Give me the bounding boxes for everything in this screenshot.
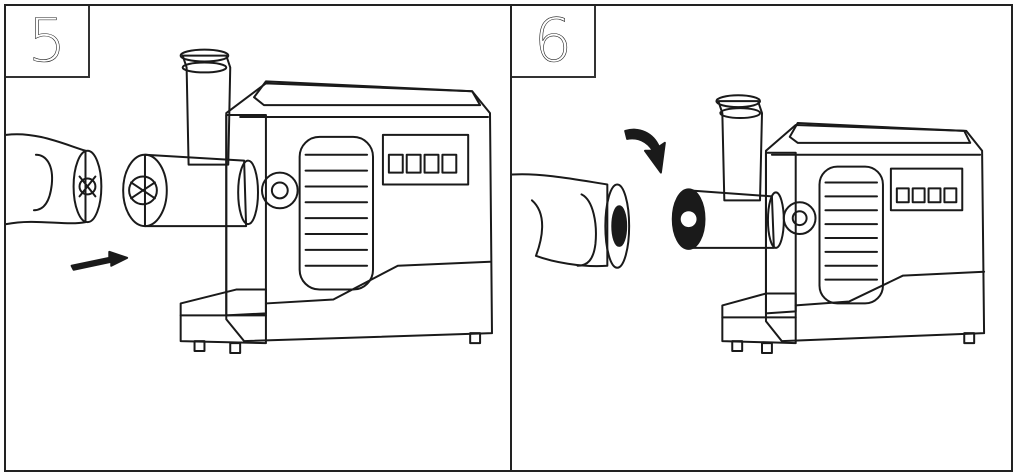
meat-grinder-assembly-illustration <box>6 6 510 470</box>
control-panel <box>383 135 468 185</box>
feed-tube <box>718 101 762 200</box>
foot-front <box>732 341 742 351</box>
step-5-panel: 5 <box>4 4 512 472</box>
front-plate <box>766 153 796 314</box>
locking-knob <box>262 173 298 209</box>
direction-arrow <box>72 252 128 270</box>
vent-grille <box>820 167 883 304</box>
foot-mid <box>762 343 772 353</box>
vent-slats <box>825 182 877 279</box>
barrel-collar <box>238 161 258 224</box>
motor-housing <box>766 125 984 341</box>
step-number-label: 5 <box>27 6 67 76</box>
vent-slats <box>306 155 367 266</box>
feed-tube <box>183 56 231 165</box>
motor-housing <box>226 83 492 341</box>
barrel-collar <box>768 192 784 248</box>
meat-grinder-tightening-illustration <box>512 6 1011 470</box>
foot-mid <box>230 343 240 353</box>
barrel-outlet <box>123 155 167 226</box>
step-number-label: 6 <box>533 6 573 76</box>
foot-rear <box>964 333 974 343</box>
step-number-5: 5 <box>6 6 90 78</box>
foot-rear <box>470 333 480 343</box>
rotation-arrow <box>625 130 665 173</box>
locking-knob <box>784 202 816 234</box>
foot-front <box>195 341 205 351</box>
fixing-ring <box>74 151 102 222</box>
step-6-panel: 6 <box>510 4 1013 472</box>
motor-top-handle <box>254 81 480 105</box>
grinder-barrel <box>145 155 246 226</box>
vent-grille <box>300 137 373 290</box>
motor-top-handle <box>790 123 970 143</box>
control-panel <box>891 169 962 211</box>
hand <box>6 134 85 224</box>
step-number-6: 6 <box>512 6 596 78</box>
fixing-ring <box>605 184 629 267</box>
hand <box>512 174 607 266</box>
